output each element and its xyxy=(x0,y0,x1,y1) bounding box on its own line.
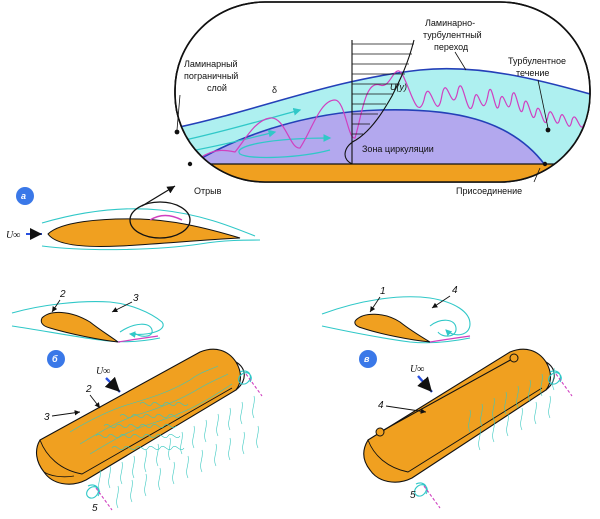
zoom-region-marker xyxy=(129,201,191,239)
label-reattachment: Присоединение xyxy=(456,186,522,196)
airfoil-c-small xyxy=(354,313,431,343)
label-turbulent-1: Турбулентное xyxy=(508,56,566,66)
boundary-layer-edge xyxy=(175,67,590,129)
callout-b-5: 5 xyxy=(92,503,98,514)
airfoil-b-small xyxy=(40,312,120,343)
circulation-loop xyxy=(238,134,332,159)
u-inf-label-a: U∞ xyxy=(6,230,20,241)
callout-b-3-wing: 3 xyxy=(44,412,50,423)
label-transition-2: турбулентный xyxy=(423,30,482,40)
circulation-zone-region xyxy=(190,109,545,165)
u-inf-label-c: U∞ xyxy=(410,364,424,375)
label-circulation-zone: Зона циркуляции xyxy=(362,144,434,154)
wing-c-3d xyxy=(363,348,555,483)
label-delta: δ xyxy=(272,85,277,95)
u-inf-label-b: U∞ xyxy=(96,366,110,377)
callout-b-2-top: 2 xyxy=(59,289,66,300)
velocity-profile xyxy=(344,39,415,165)
label-separation: Отрыв xyxy=(194,186,222,196)
badge-a-text: а xyxy=(21,191,26,201)
callout-b-2-wing: 2 xyxy=(85,384,92,395)
callout-c-5: 5 xyxy=(410,490,416,501)
panel-c: в 1 4 U∞ 4 5 xyxy=(321,285,573,509)
badge-b xyxy=(47,350,65,368)
label-velocity-profile: U(y) xyxy=(390,82,407,92)
label-transition-3: переход xyxy=(434,42,469,52)
vortex-generator-line xyxy=(379,357,515,433)
label-transition-1: Ламинарно- xyxy=(425,18,475,28)
label-laminar-layer-3: слой xyxy=(207,83,227,93)
wing-b-3d xyxy=(35,348,245,485)
label-turbulent-2: течение xyxy=(516,68,549,78)
airfoil-surface-band xyxy=(175,164,590,182)
callout-c-4-wing: 4 xyxy=(378,400,384,411)
panel-a-detail: Ламинарный пограничный слой Ламинарно- т… xyxy=(174,1,591,196)
badge-c-text: в xyxy=(364,354,370,364)
callout-c-4-top: 4 xyxy=(452,285,458,296)
turbulence-trace xyxy=(199,70,585,159)
callout-c-1: 1 xyxy=(380,286,386,297)
airfoil-a xyxy=(47,218,241,247)
panel-b: б 2 3 U∞ xyxy=(11,289,263,514)
badge-c xyxy=(359,350,377,368)
callout-b-3-top: 3 xyxy=(133,293,139,304)
badge-b-text: б xyxy=(52,354,58,364)
laminar-streamline-1 xyxy=(184,107,302,141)
label-laminar-layer-2: пограничный xyxy=(184,71,238,81)
badge-a xyxy=(16,187,34,205)
label-laminar-layer-1: Ламинарный xyxy=(184,59,238,69)
panel-a-airfoil: а U∞ xyxy=(6,185,261,251)
